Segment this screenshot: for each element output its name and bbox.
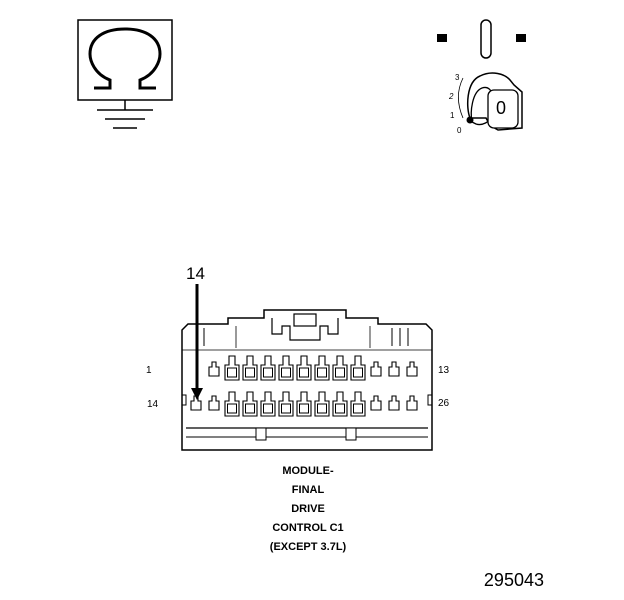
pin-cavity-8-inner — [317, 367, 327, 378]
pin-cavity-4-inner — [245, 367, 255, 378]
ignition-key-label: 0 — [496, 98, 506, 118]
connector-pins — [190, 355, 418, 417]
pin-cavity-20-inner — [299, 403, 309, 414]
connector-c1 — [181, 309, 433, 451]
ignition-position-1: 1 — [450, 111, 455, 120]
pin-cavity-13 — [406, 361, 418, 377]
pin-cavity-7-inner — [299, 367, 309, 378]
pin-cavity-2 — [208, 361, 220, 377]
pin-cavity-17-inner — [245, 403, 255, 414]
pin-cavity-24 — [370, 395, 382, 411]
pin-cavity-12 — [388, 361, 400, 377]
caption-line-3: DRIVE — [291, 503, 325, 515]
callout-pin-label: 14 — [186, 264, 205, 283]
caption-line-2: FINAL — [291, 484, 325, 496]
ignition-switch-icon: 3 2 1 0 0 — [437, 19, 526, 135]
pin-cavity-6-inner — [281, 367, 291, 378]
pin-cavity-11 — [370, 361, 382, 377]
pin-cavity-19-inner — [281, 403, 291, 414]
caption-line-1: MODULE- — [282, 465, 334, 477]
row2-start-label: 14 — [147, 399, 159, 410]
caption-line-5: (EXCEPT 3.7L) — [269, 541, 347, 553]
row2-end-label: 26 — [438, 398, 450, 409]
pin-cavity-3-inner — [227, 367, 237, 378]
caption-line-4: CONTROL C1 — [272, 522, 344, 534]
pin-cavity-5-inner — [263, 367, 273, 378]
ignition-position-2: 2 — [448, 92, 454, 101]
ignition-position-3: 3 — [455, 73, 460, 82]
pin-cavity-25 — [388, 395, 400, 411]
pin-cavity-10-inner — [353, 367, 363, 378]
row1-start-label: 1 — [146, 365, 152, 376]
pin-14-callout: 14 — [186, 264, 205, 400]
figure-number: 295043 — [483, 570, 544, 590]
pin-cavity-26 — [406, 395, 418, 411]
pin-cavity-16-inner — [227, 403, 237, 414]
pin-cavity-9-inner — [335, 367, 345, 378]
pin-cavity-23-inner — [353, 403, 363, 414]
pin-cavity-18-inner — [263, 403, 273, 414]
pin-cavity-21-inner — [317, 403, 327, 414]
row1-end-label: 13 — [438, 365, 450, 376]
ignition-position-0: 0 — [457, 126, 462, 135]
ohmmeter-ground-icon — [77, 19, 173, 129]
pin-cavity-22-inner — [335, 403, 345, 414]
pin-cavity-15 — [208, 395, 220, 411]
